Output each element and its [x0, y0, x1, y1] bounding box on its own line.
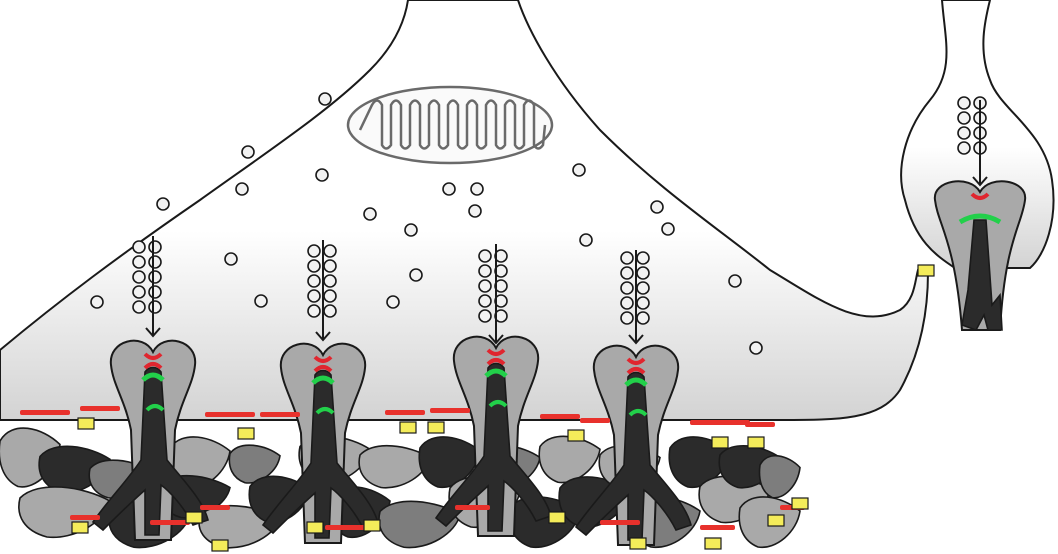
- vesicle: [308, 275, 320, 287]
- junction-red: [80, 406, 120, 411]
- junction-yellow: [630, 538, 646, 549]
- vesicle: [662, 223, 674, 235]
- vesicle: [621, 282, 633, 294]
- vesicle: [410, 269, 422, 281]
- vesicle: [324, 260, 336, 272]
- vesicle: [149, 286, 161, 298]
- vesicle: [621, 252, 633, 264]
- vesicle: [149, 241, 161, 253]
- vesicle: [316, 169, 328, 181]
- junction-red: [745, 422, 775, 427]
- vesicle: [255, 295, 267, 307]
- vesicle: [149, 271, 161, 283]
- vesicle: [958, 112, 970, 124]
- vesicle: [133, 241, 145, 253]
- vesicle: [479, 310, 491, 322]
- junction-yellow: [568, 430, 584, 441]
- vesicle: [133, 286, 145, 298]
- junction-yellow: [792, 498, 808, 509]
- vesicle: [149, 301, 161, 313]
- vesicle: [364, 208, 376, 220]
- vesicle: [443, 183, 455, 195]
- vesicle: [308, 290, 320, 302]
- vesicle: [637, 282, 649, 294]
- junction-yellow: [212, 540, 228, 551]
- vesicle: [236, 183, 248, 195]
- vesicle: [637, 252, 649, 264]
- vesicle: [750, 342, 762, 354]
- junction-red: [20, 410, 70, 415]
- mitochondrion-outer: [348, 87, 552, 163]
- vesicle: [958, 127, 970, 139]
- vesicle: [308, 245, 320, 257]
- junction-red: [690, 420, 750, 425]
- vesicle: [133, 256, 145, 268]
- vesicle: [479, 280, 491, 292]
- junction-red: [200, 505, 230, 510]
- junction-red: [385, 410, 425, 415]
- junction-red: [325, 525, 370, 530]
- junction-red: [600, 520, 640, 525]
- vesicle: [958, 97, 970, 109]
- vesicle: [651, 201, 663, 213]
- vesicle: [157, 198, 169, 210]
- vesicle: [637, 267, 649, 279]
- vesicle: [324, 290, 336, 302]
- junction-yellow: [72, 522, 88, 533]
- vesicle: [308, 260, 320, 272]
- vesicle: [242, 146, 254, 158]
- junction-red: [70, 515, 100, 520]
- junction-red: [455, 505, 490, 510]
- vesicle: [573, 164, 585, 176]
- vesicle: [133, 301, 145, 313]
- vesicle: [621, 297, 633, 309]
- junction-yellow: [307, 522, 323, 533]
- junction-yellow: [78, 418, 94, 429]
- vesicle: [405, 224, 417, 236]
- junction-red: [150, 520, 190, 525]
- junction-yellow: [705, 538, 721, 549]
- vesicle: [637, 297, 649, 309]
- junction-yellow: [748, 437, 764, 448]
- vesicle: [637, 312, 649, 324]
- vesicle: [621, 267, 633, 279]
- junction-red: [205, 412, 255, 417]
- vesicle: [469, 205, 481, 217]
- vesicle: [324, 275, 336, 287]
- junction-yellow: [918, 265, 934, 276]
- junction-yellow: [549, 512, 565, 523]
- vesicle: [387, 296, 399, 308]
- vesicle: [479, 265, 491, 277]
- junction-yellow: [186, 512, 202, 523]
- vesicle: [621, 312, 633, 324]
- vesicle: [324, 245, 336, 257]
- vesicle: [324, 305, 336, 317]
- junction-red: [430, 408, 470, 413]
- junction-yellow: [428, 422, 444, 433]
- vesicle: [729, 275, 741, 287]
- vesicle: [479, 295, 491, 307]
- junction-yellow: [400, 422, 416, 433]
- vesicle: [471, 183, 483, 195]
- junction-yellow: [712, 437, 728, 448]
- vesicle: [91, 296, 103, 308]
- vesicle: [479, 250, 491, 262]
- vesicle: [225, 253, 237, 265]
- junction-yellow: [238, 428, 254, 439]
- vesicle: [319, 93, 331, 105]
- junction-red: [580, 418, 610, 423]
- junction-red: [700, 525, 735, 530]
- junction-red: [260, 412, 300, 417]
- vesicle: [133, 271, 145, 283]
- vesicle: [308, 305, 320, 317]
- mitochondrion: [348, 87, 552, 163]
- junction-yellow: [768, 515, 784, 526]
- vesicle: [580, 234, 592, 246]
- vesicle: [958, 142, 970, 154]
- junction-yellow: [364, 520, 380, 531]
- junction-red: [540, 414, 580, 419]
- vesicle: [149, 256, 161, 268]
